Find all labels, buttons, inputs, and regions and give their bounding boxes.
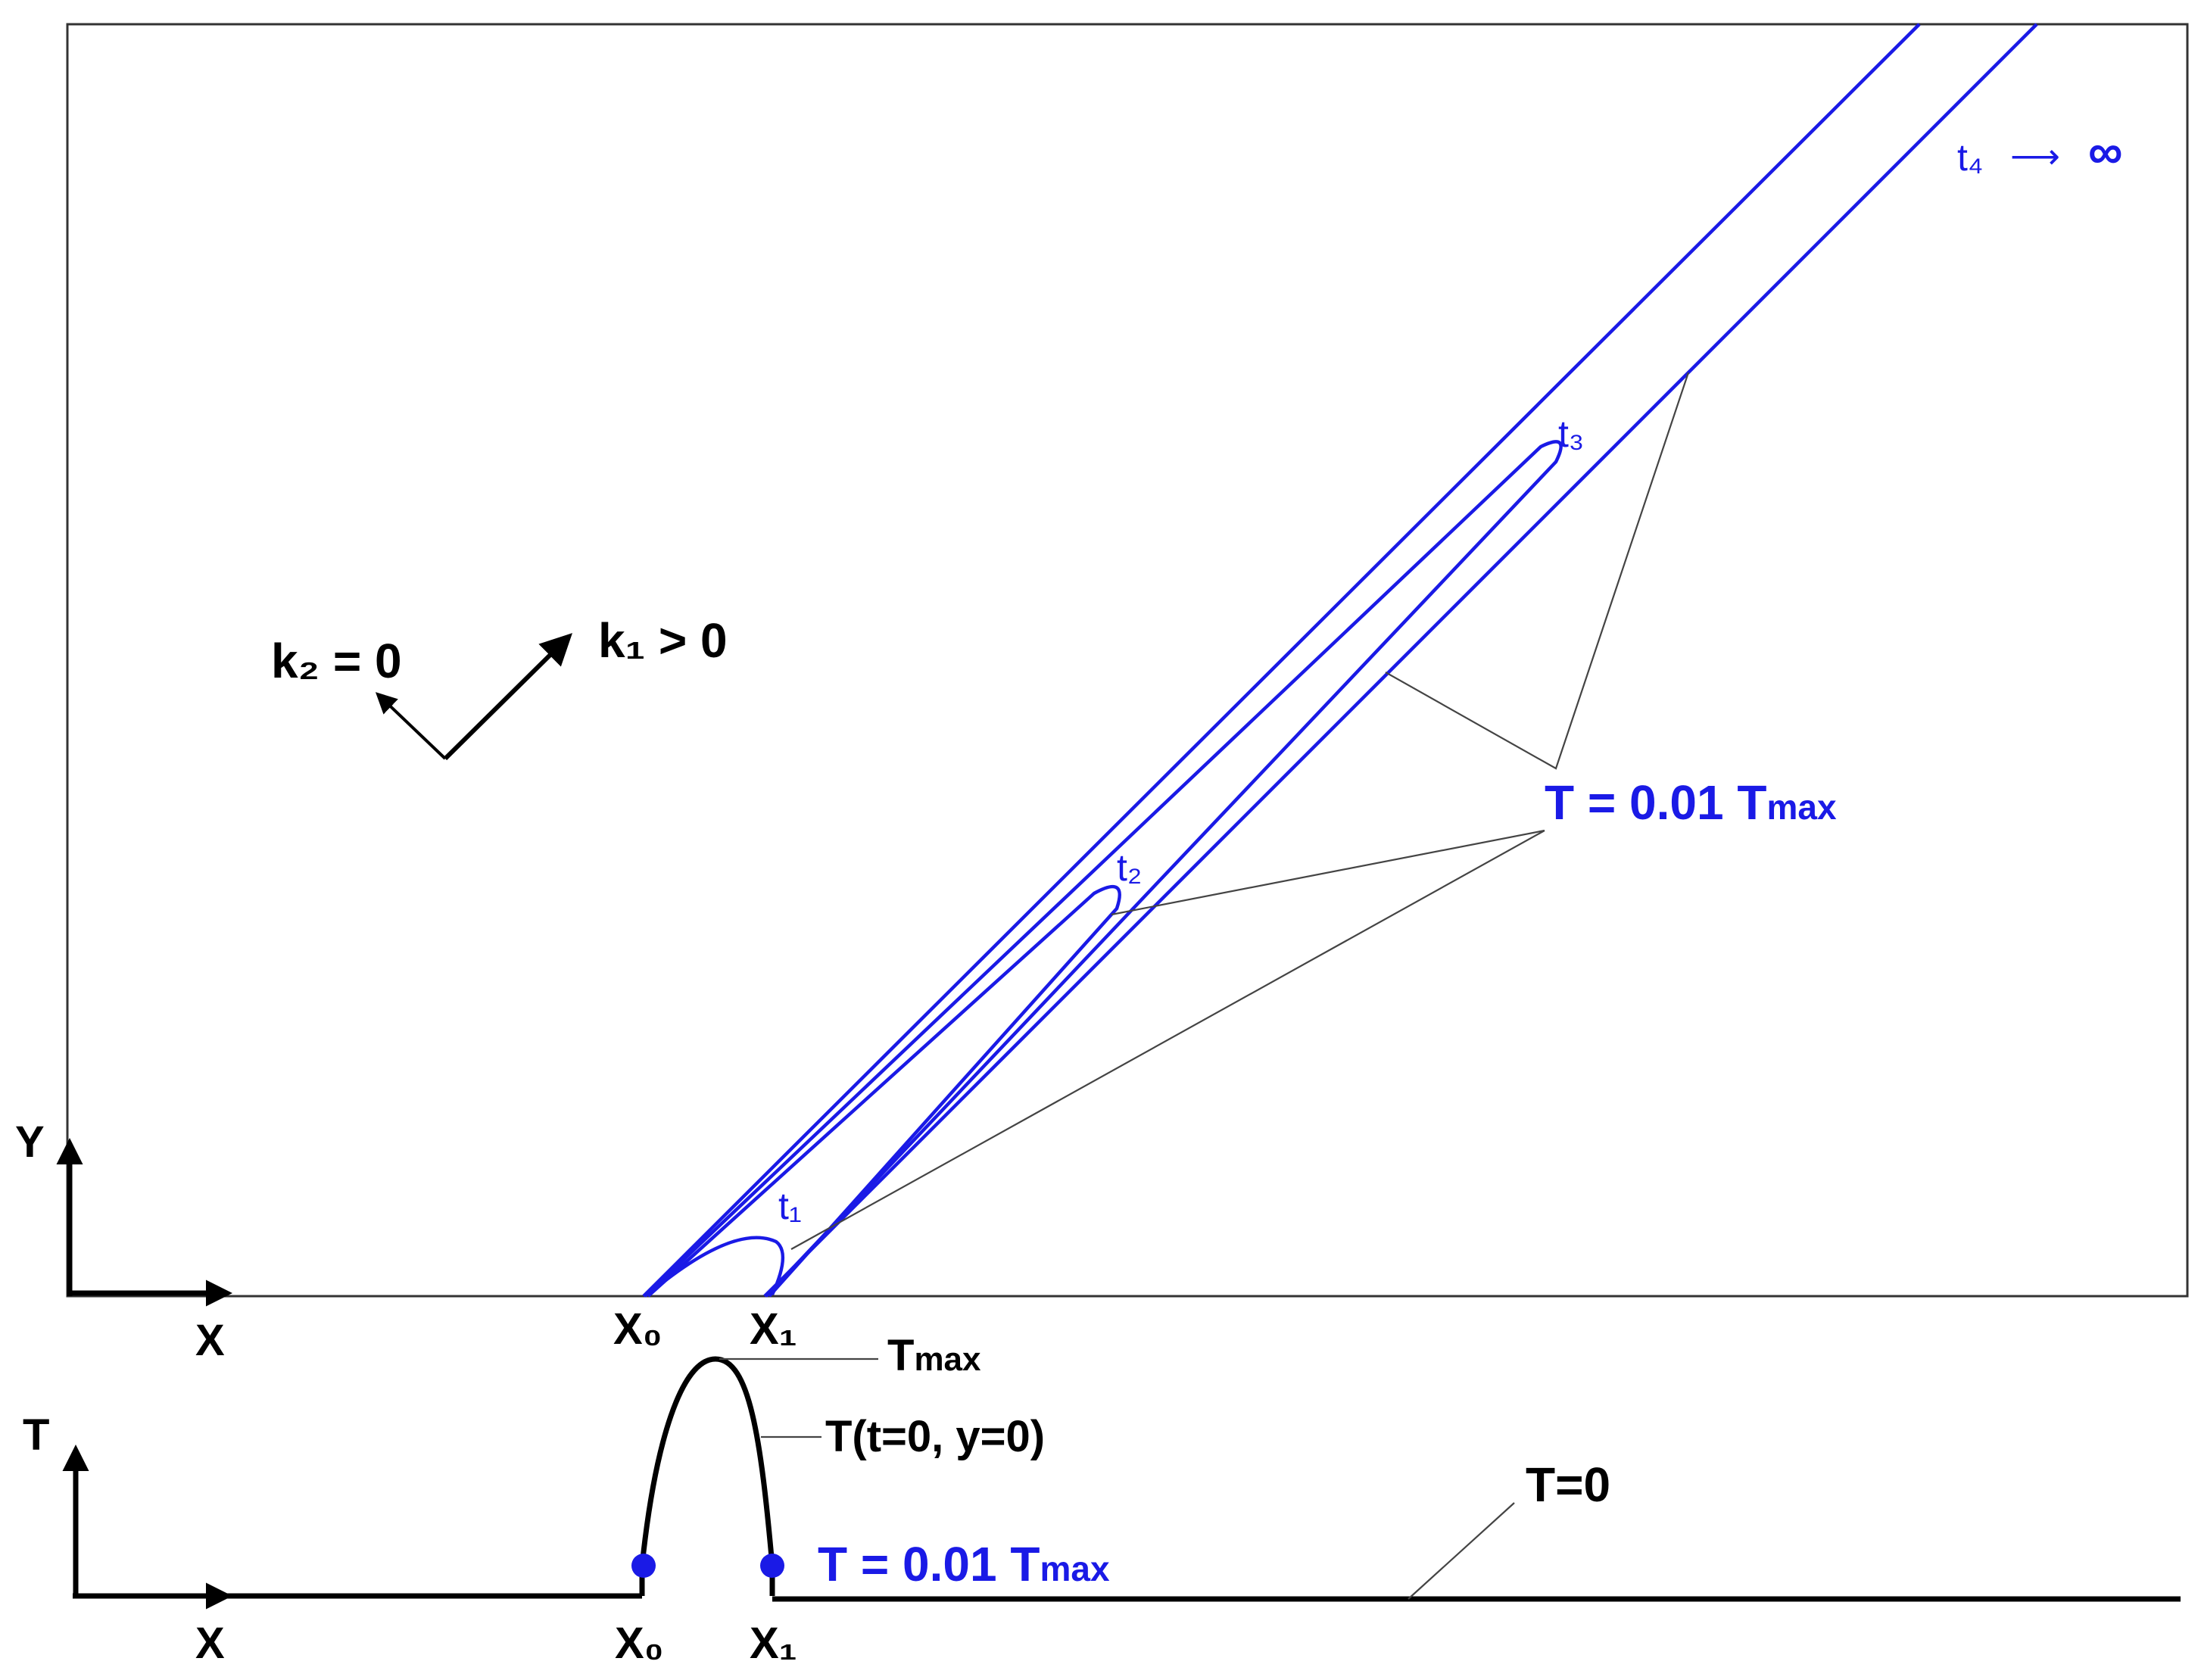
k1-label: k₁ > 0 [598, 613, 728, 668]
profile-curve [639, 1356, 775, 1596]
t2-label: t₂ [1117, 846, 1142, 889]
k2-arrow [375, 692, 447, 760]
contour-t1 [648, 1236, 785, 1295]
tmax-label: Tmax [887, 1331, 981, 1380]
plane-x1-label: X₁ [750, 1304, 797, 1354]
leader-t-zero [1408, 1502, 1515, 1600]
t3-label: t₃ [1558, 413, 1584, 455]
k1-arrow [443, 633, 572, 761]
plane-y-label: Y [15, 1117, 45, 1167]
k2-label: k₂ = 0 [271, 634, 402, 688]
contour-t3 [644, 440, 1563, 1298]
infinity-label: ∞ [2088, 124, 2123, 179]
contour-t2 [647, 884, 1121, 1298]
profile-x1-label: X₁ [750, 1619, 797, 1668]
profile-x-label: X [195, 1619, 225, 1668]
t4-label: t₄ [1957, 136, 1983, 179]
curve-label: T(t=0, y=0) [825, 1412, 1045, 1461]
contour-t4 [642, 23, 2038, 1298]
tmax-label-sub: max [914, 1341, 981, 1378]
plane-frame [66, 23, 2189, 1298]
plane-contour-label-sub: max [1766, 787, 1836, 827]
level-dot-x1 [760, 1554, 784, 1578]
plane-x-label: X [195, 1316, 225, 1365]
tmax-label-main: T [887, 1331, 914, 1380]
plane-contour-label: T = 0.01 Tmax [1545, 775, 1837, 830]
profile-level-label-sub: max [1040, 1549, 1109, 1588]
level-dot-x0 [631, 1554, 656, 1578]
t1-label: t₁ [778, 1185, 802, 1227]
profile-t-label: T [23, 1410, 49, 1460]
plane-x0-label: X₀ [613, 1304, 662, 1354]
leader-lines-plane [790, 372, 1690, 1250]
t-zero-label: T=0 [1526, 1457, 1610, 1512]
plane-contour-label-main: T = 0.01 T [1545, 775, 1766, 830]
profile-level-label: T = 0.01 Tmax [818, 1537, 1110, 1591]
profile-x0-label: X₀ [615, 1619, 664, 1668]
profile-level-label-main: T = 0.01 T [818, 1537, 1040, 1591]
t4-arrow-icon: ⟶ [2010, 136, 2060, 176]
